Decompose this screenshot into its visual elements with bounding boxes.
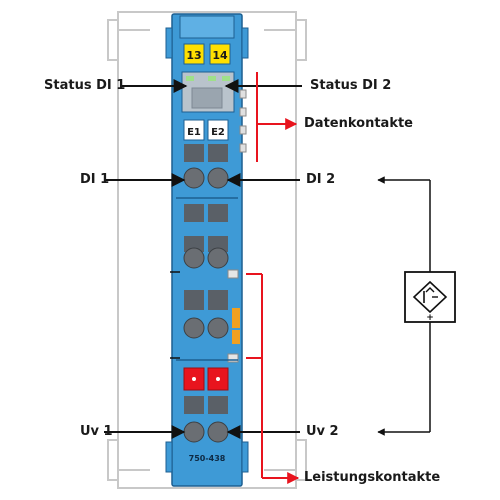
model-number: 750-438 — [189, 454, 226, 463]
sensor-plus-sign: + — [426, 313, 434, 323]
power-contacts-bracket — [246, 273, 300, 484]
status-di1-label: Status DI 1 — [44, 78, 126, 93]
uv2-label: Uv 2 — [306, 424, 339, 439]
input-label-e2: E2 — [211, 127, 225, 138]
di2-label: DI 2 — [306, 172, 336, 187]
status-di2-label: Status DI 2 — [310, 78, 392, 93]
terminal-group-uv — [183, 396, 229, 443]
terminal-group-di — [176, 144, 238, 269]
channel-label-13: 13 — [186, 49, 201, 62]
leistungskontakte-label: Leistungskontakte — [304, 470, 441, 485]
io-module: 13 14 E1 E2 750-438 — [165, 13, 249, 487]
input-label-e1: E1 — [187, 127, 201, 138]
sensor-symbol: + — [404, 271, 456, 323]
channel-label-14: 14 — [212, 49, 228, 62]
data-contacts-bracket — [256, 72, 298, 162]
uv1-label: Uv 1 — [80, 424, 113, 439]
data-contacts — [239, 89, 247, 153]
sensor-wiring — [377, 176, 431, 436]
datenkontakte-label: Datenkontakte — [304, 116, 413, 131]
label-arrows — [104, 79, 302, 439]
di1-label: DI 1 — [80, 172, 110, 187]
rail-outline — [107, 11, 307, 489]
terminal-group-middle — [176, 290, 238, 361]
